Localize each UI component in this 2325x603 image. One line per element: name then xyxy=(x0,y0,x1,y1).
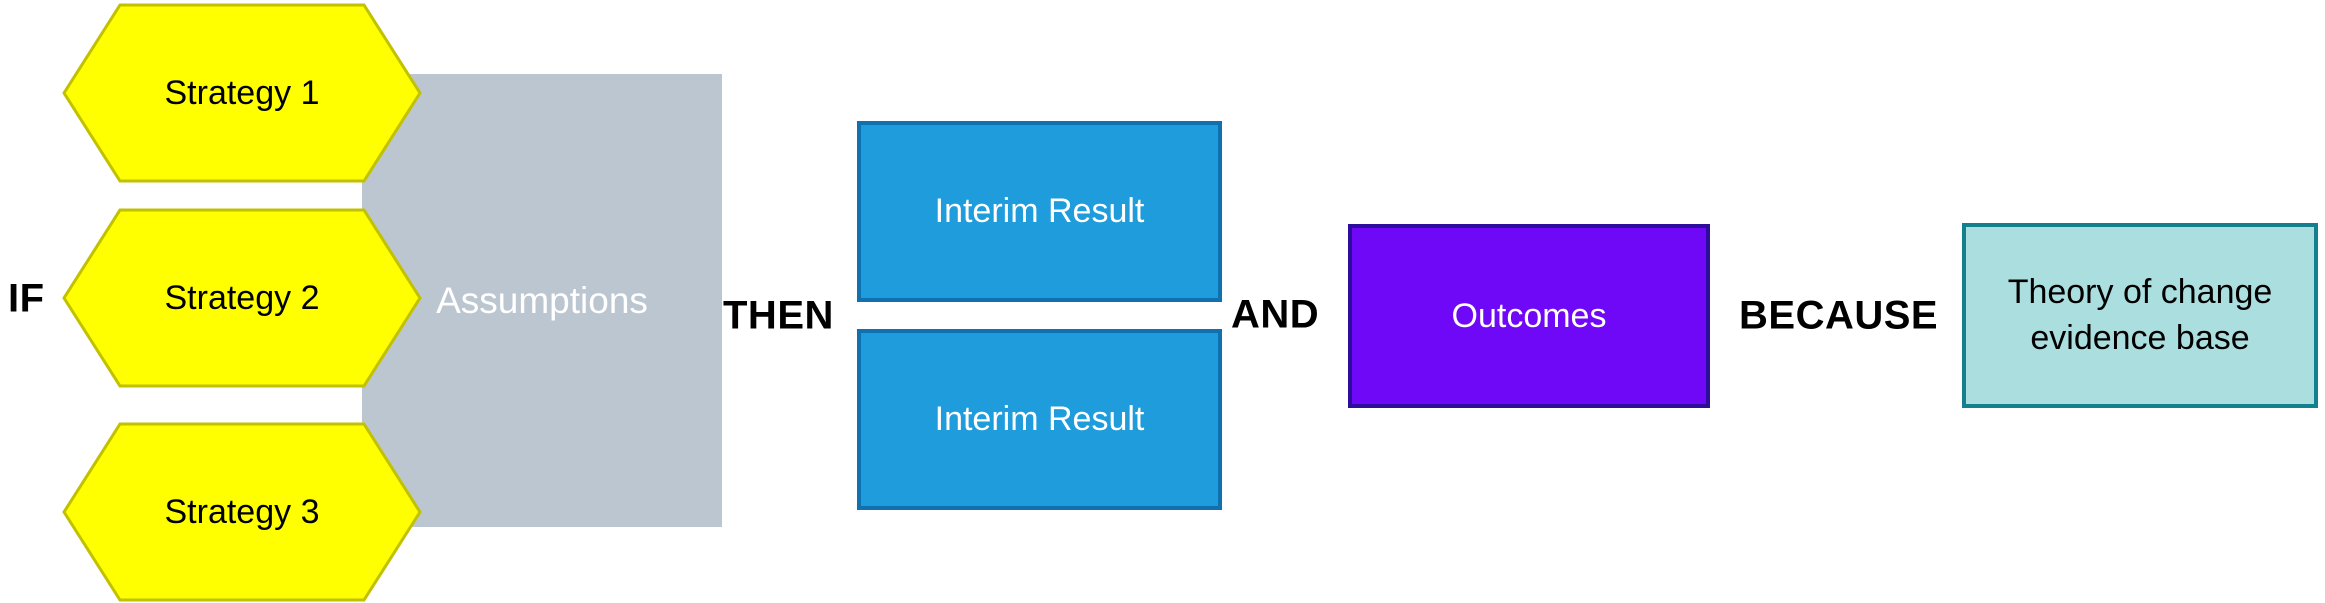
strategy-1-hexagon: Strategy 1 xyxy=(62,3,422,183)
interim-result-1-label: Interim Result xyxy=(934,192,1145,230)
interim-result-2-label: Interim Result xyxy=(934,400,1145,438)
interim-result-box-1: Interim Result xyxy=(857,121,1222,302)
assumptions-box: Assumptions xyxy=(362,74,722,527)
hexagon-shape-icon xyxy=(62,3,422,183)
assumptions-label: Assumptions xyxy=(436,279,648,321)
hexagon-shape-icon xyxy=(62,422,422,602)
evidence-base-box: Theory of change evidence base xyxy=(1962,223,2318,408)
hexagon-shape-icon xyxy=(62,208,422,388)
and-label: AND xyxy=(1231,292,1320,337)
strategy-2-label: Strategy 2 xyxy=(164,278,320,317)
then-label: THEN xyxy=(723,293,834,338)
outcomes-label: Outcomes xyxy=(1451,296,1607,335)
strategy-3-hexagon: Strategy 3 xyxy=(62,422,422,602)
outcomes-box: Outcomes xyxy=(1348,224,1710,408)
strategy-3-label: Strategy 3 xyxy=(164,492,320,531)
strategy-1-label: Strategy 1 xyxy=(164,73,320,112)
evidence-base-label: Theory of change evidence base xyxy=(2007,272,2273,357)
strategy-2-hexagon: Strategy 2 xyxy=(62,208,422,388)
interim-result-box-2: Interim Result xyxy=(857,329,1222,510)
if-label: IF xyxy=(8,276,45,321)
because-label: BECAUSE xyxy=(1739,293,1939,338)
